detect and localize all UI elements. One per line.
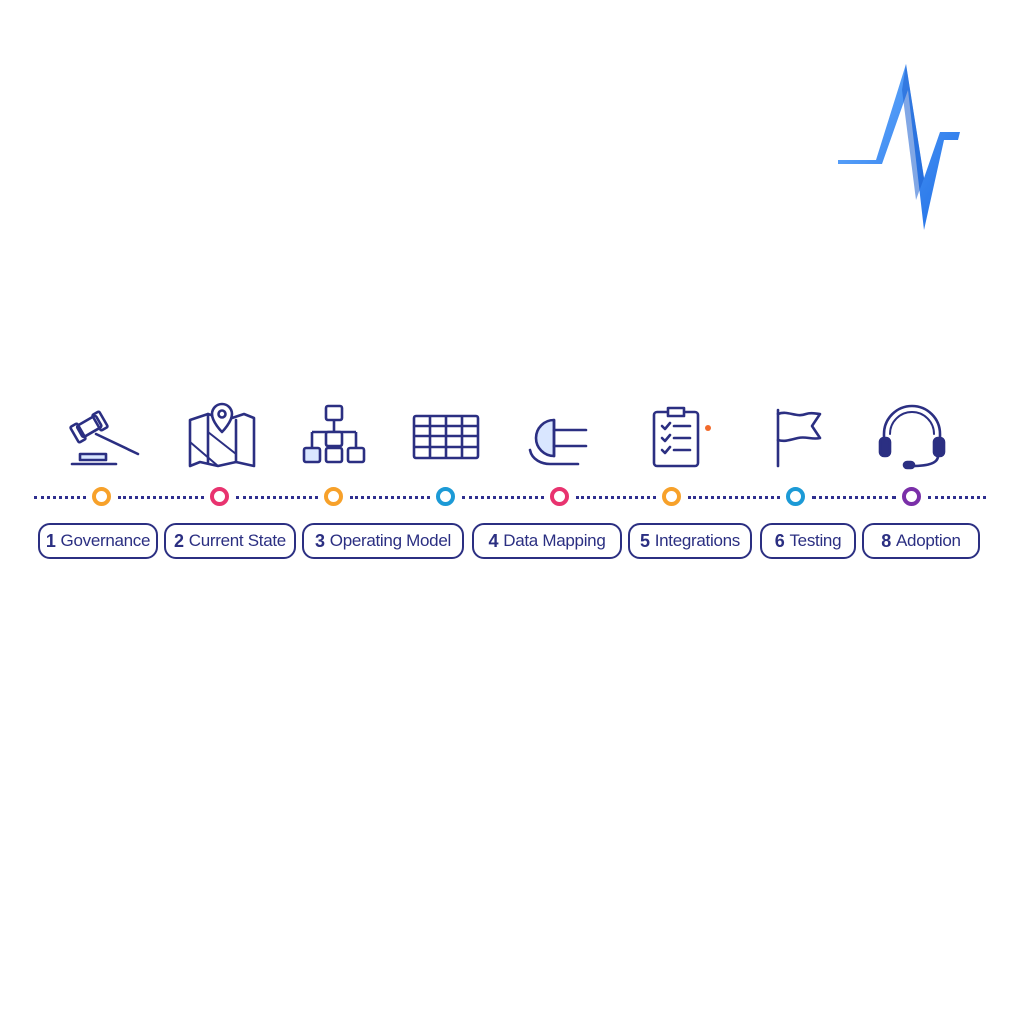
timeline-dotted-line xyxy=(236,496,318,499)
step-label: Operating Model xyxy=(329,531,451,550)
timeline-marker xyxy=(662,487,681,506)
step-data-mapping[interactable]: 4 Data Mapping xyxy=(472,523,622,559)
timeline-dotted-line xyxy=(576,496,656,499)
map-pin-icon xyxy=(186,402,258,474)
timeline-dotted-line xyxy=(462,496,544,499)
step-testing[interactable]: 6 Testing xyxy=(760,523,856,559)
step-number: 2 xyxy=(174,530,184,551)
step-number: 4 xyxy=(488,530,499,551)
step-number: 5 xyxy=(640,530,650,551)
headset-icon xyxy=(876,402,948,474)
step-adoption[interactable]: 8 Adoption xyxy=(862,523,980,559)
table-grid-icon xyxy=(410,402,482,474)
step-label: Integrations xyxy=(654,531,741,550)
timeline-dotted-line xyxy=(350,496,430,499)
timeline-dotted-line xyxy=(34,496,86,499)
step-number: 6 xyxy=(774,530,785,551)
timeline-dotted-line xyxy=(812,496,896,499)
step-number: 8 xyxy=(881,530,891,551)
step-current-state[interactable]: 2 Current State xyxy=(164,523,296,559)
timeline-marker xyxy=(92,487,111,506)
flag-icon xyxy=(766,402,838,474)
org-chart-icon xyxy=(298,402,370,474)
plug-icon xyxy=(524,402,596,474)
timeline-dotted-line xyxy=(928,496,986,499)
clipboard-checklist-icon xyxy=(646,402,718,474)
step-label: Governance xyxy=(60,531,151,550)
step-number: 1 xyxy=(45,530,56,551)
step-operating-model[interactable]: 3 Operating Model xyxy=(302,523,464,559)
timeline-dotted-line xyxy=(118,496,204,499)
timeline-marker xyxy=(786,487,805,506)
timeline-dotted-line xyxy=(688,496,780,499)
step-label: Data Mapping xyxy=(503,531,606,550)
step-integrations[interactable]: 5 Integrations xyxy=(628,523,752,559)
step-governance[interactable]: 1 Governance xyxy=(38,523,158,559)
timeline-marker xyxy=(902,487,921,506)
gavel-icon xyxy=(66,402,140,474)
timeline-marker xyxy=(324,487,343,506)
brand-logo-icon xyxy=(838,64,960,230)
timeline-marker xyxy=(550,487,569,506)
step-label: Testing xyxy=(789,531,842,550)
step-label: Current State xyxy=(188,531,287,550)
step-label: Adoption xyxy=(896,531,961,550)
timeline-marker xyxy=(210,487,229,506)
step-number: 3 xyxy=(315,530,325,551)
timeline-marker xyxy=(436,487,455,506)
